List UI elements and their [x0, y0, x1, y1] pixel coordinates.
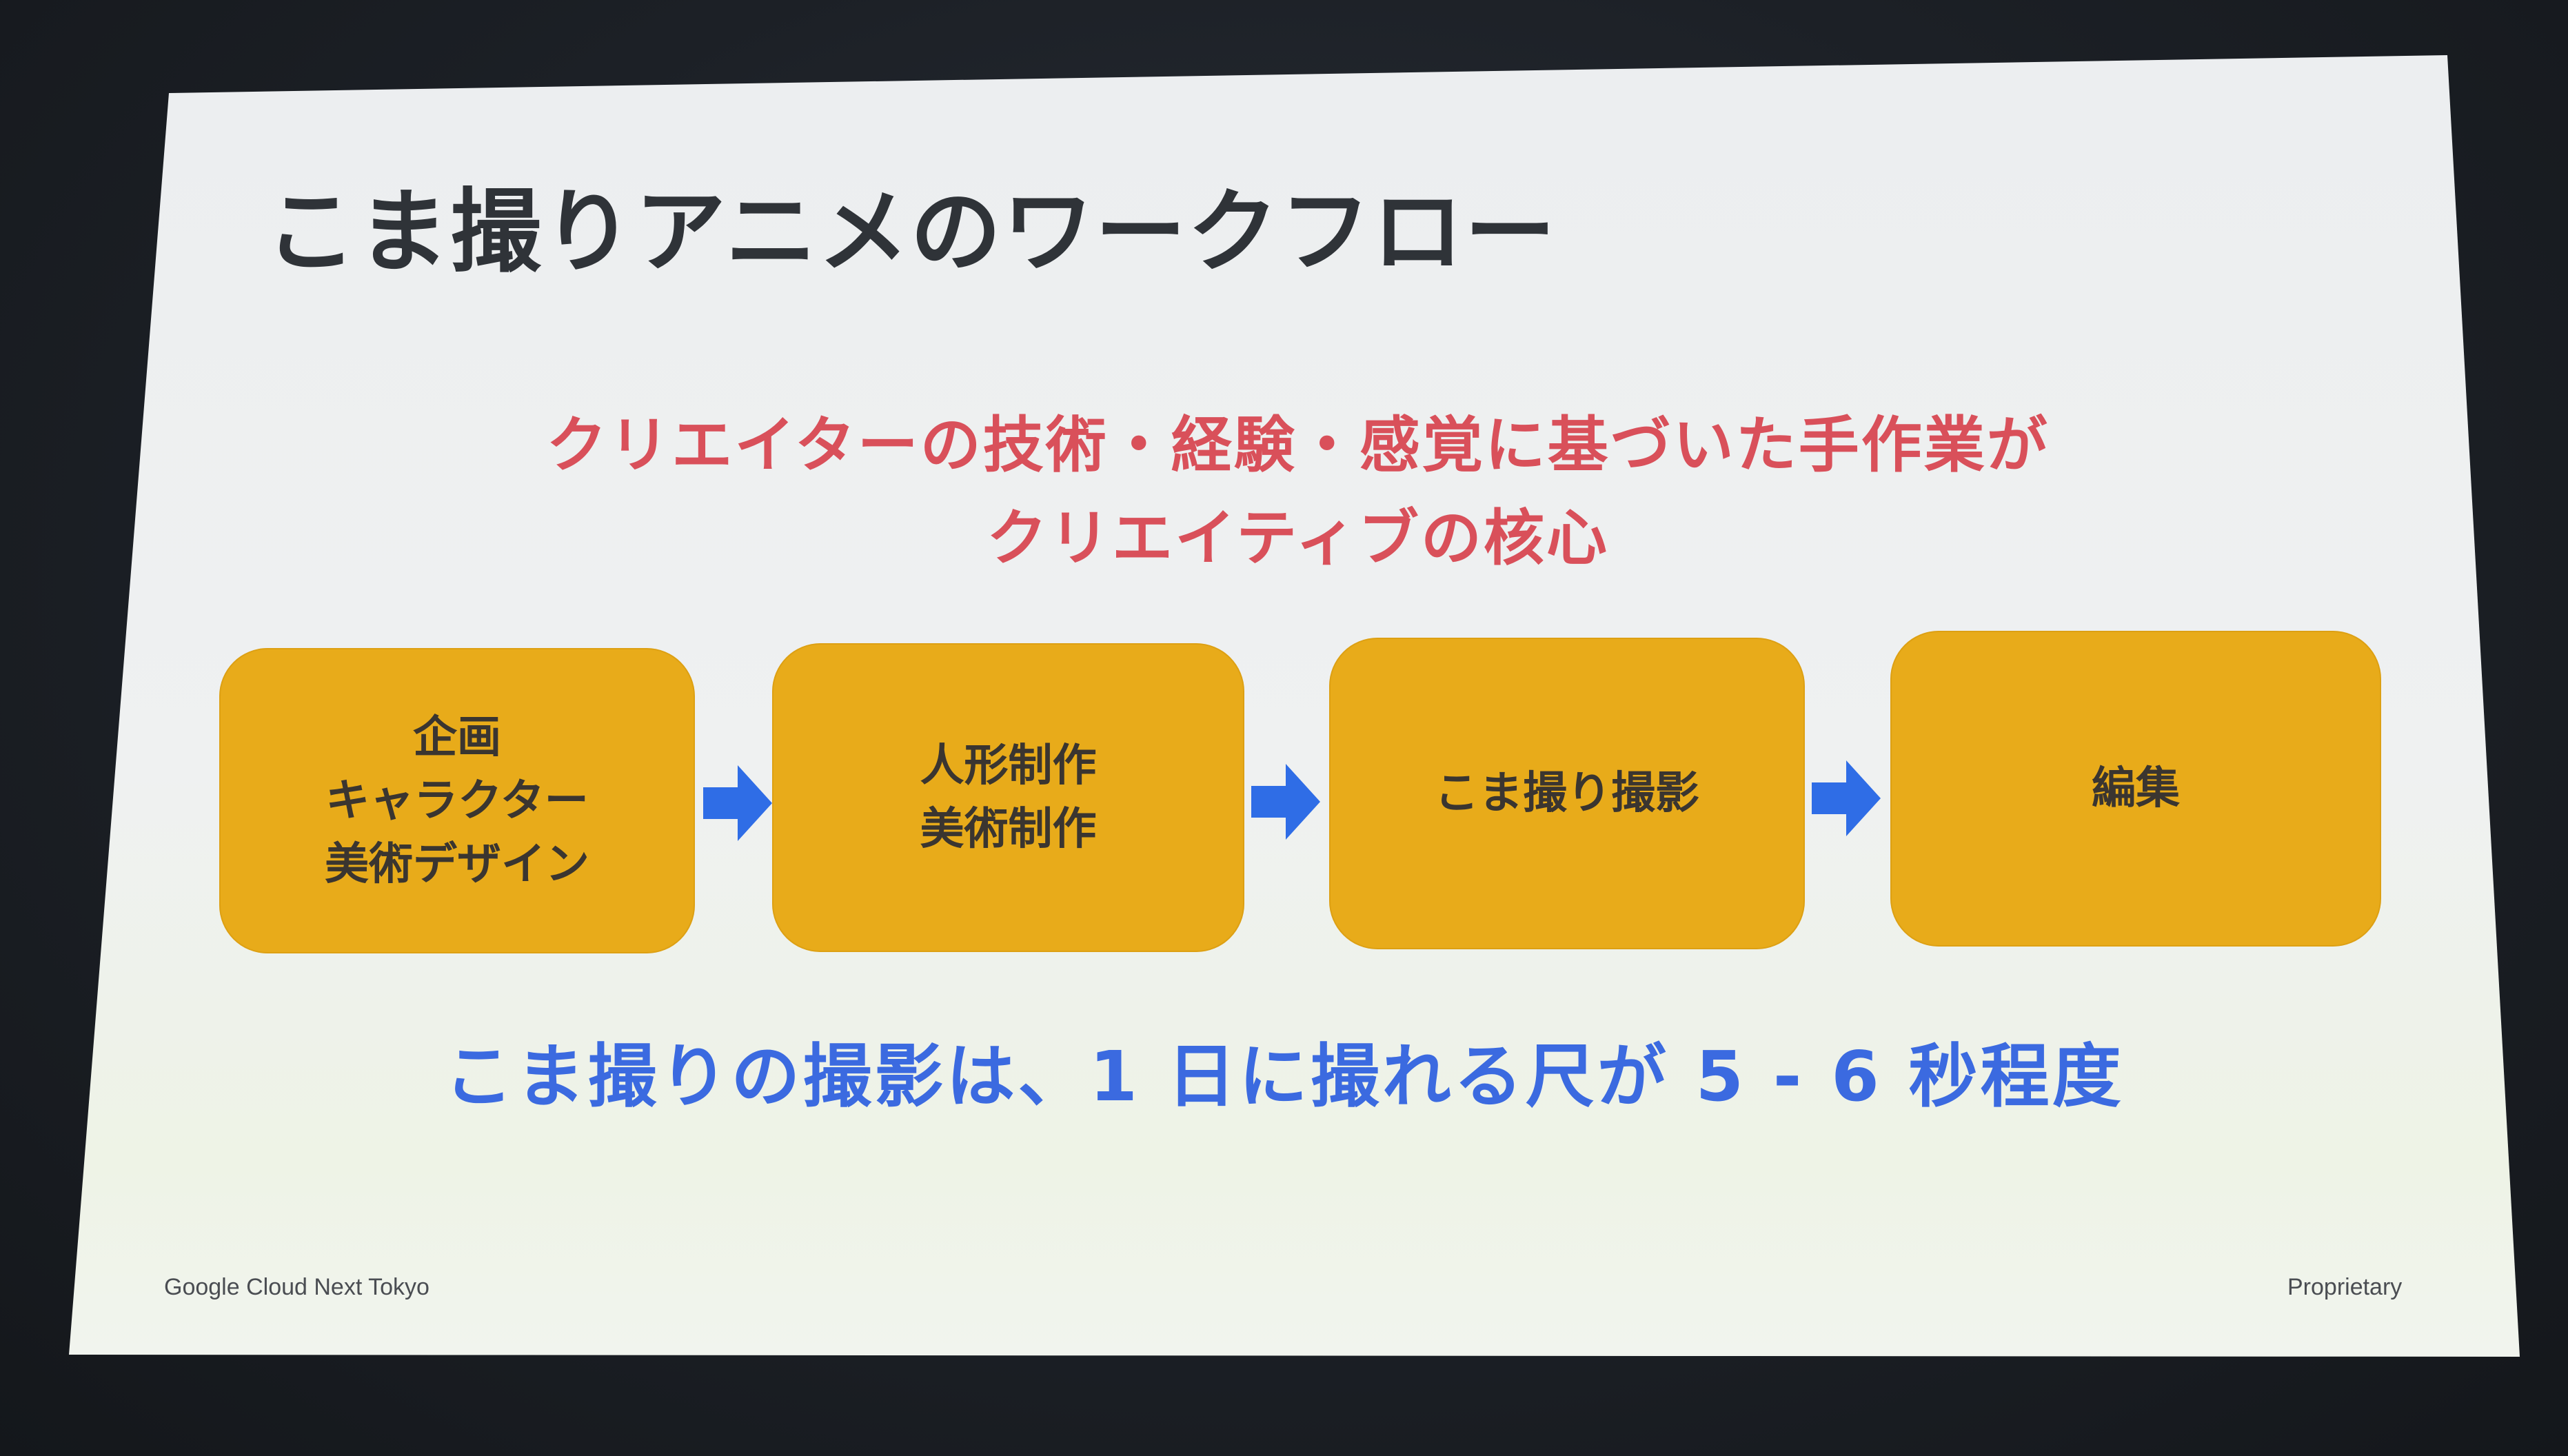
step-line: 企画 — [413, 711, 501, 763]
slide-title: こま撮りアニメのワークフロー — [265, 179, 1557, 285]
step-line: こま撮り撮影 — [1435, 768, 1699, 819]
workflow-step-shooting: こま撮り撮影 — [1329, 638, 1805, 949]
step-line: 編集 — [2092, 763, 2180, 814]
headline-line-1: クリエイターの技術・経験・感覚に基づいた手作業が — [546, 410, 2050, 481]
workflow-step-production: 人形制作 美術制作 — [772, 643, 1244, 952]
workflow-step-planning: 企画 キャラクター 美術デザイン — [219, 648, 695, 953]
arrow-right-icon — [703, 765, 772, 841]
step-line: 美術制作 — [920, 804, 1097, 855]
headline-line-2: クリエイティブの核心 — [987, 503, 1609, 574]
step-line: 美術デザイン — [325, 838, 589, 890]
workflow-step-editing: 編集 — [1890, 631, 2381, 947]
arrow-right-icon — [1812, 760, 1881, 836]
summary-text: こま撮りの撮影は、1 日に撮れる尺が 5 - 6 秒程度 — [444, 1036, 2124, 1117]
footer-proprietary: Proprietary — [2287, 1274, 2403, 1300]
arrow-right-icon — [1251, 764, 1320, 840]
footer-event-name: Google Cloud Next Tokyo — [164, 1274, 429, 1300]
step-line: 人形制作 — [920, 740, 1097, 791]
step-line: キャラクター — [325, 775, 589, 827]
